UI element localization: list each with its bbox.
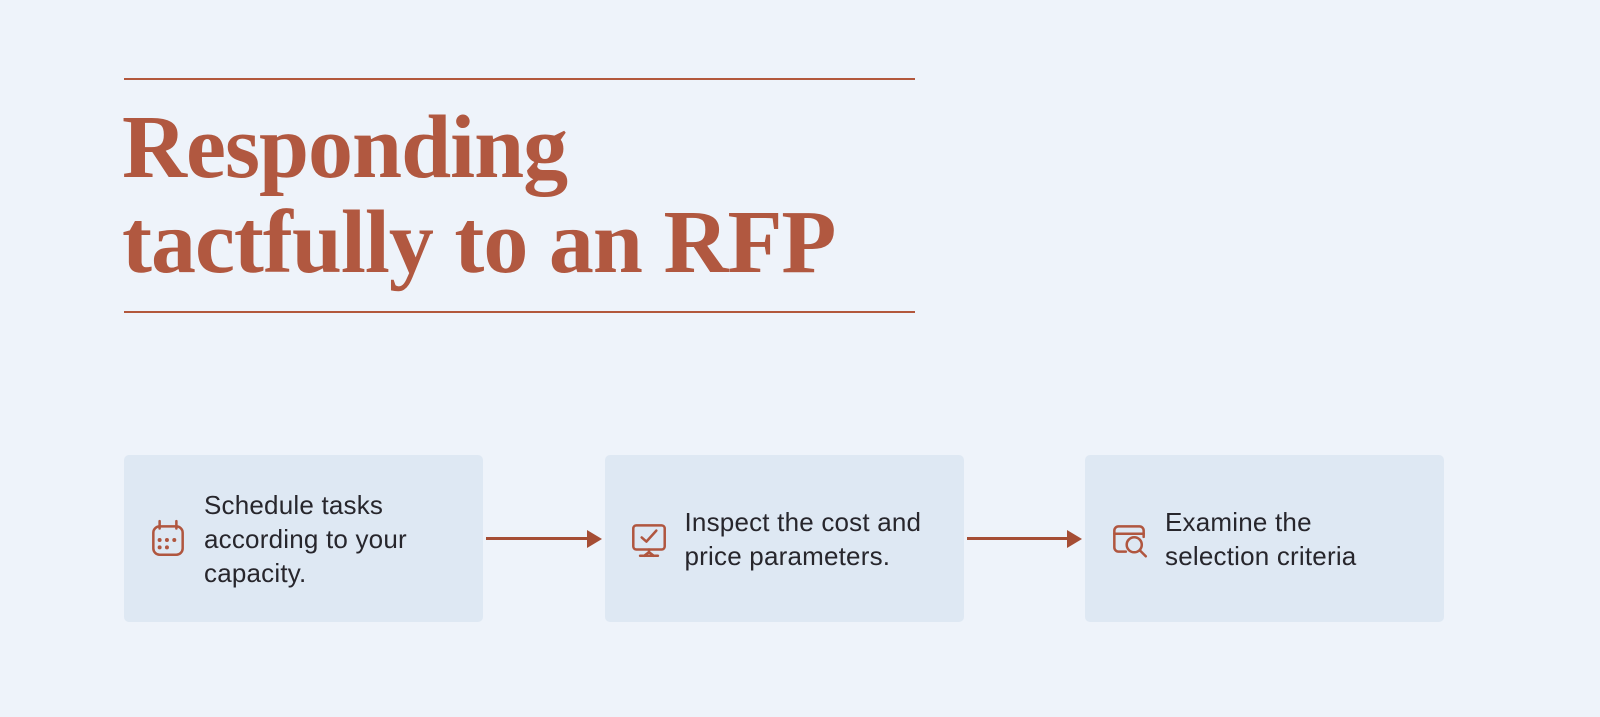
step-card-schedule: Schedule tasks according to your capacit… [124,455,483,622]
monitor-check-icon [627,517,671,561]
page-title-line1: Responding [122,98,568,197]
step-card-inspect: Inspect the cost and price parameters. [604,455,964,622]
page-title: Responding tactfully to an RFP [122,100,1022,290]
title-rule-bottom [124,311,915,313]
calendar-icon [146,517,190,561]
step-text: Schedule tasks according to your capacit… [204,489,407,588]
flow-arrow-1 [483,455,605,622]
flow-arrow-2 [964,455,1086,622]
step-text: Examine the selection criteria [1165,506,1357,571]
arrow-shaft [486,536,590,541]
arrow-shaft [966,536,1070,541]
arrow-head [1067,529,1082,548]
title-rule-top [124,78,915,80]
step-text: Inspect the cost and price parameters. [684,506,922,571]
step-card-examine: Examine the selection criteria [1085,455,1444,622]
page-title-line2: tactfully to an RFP [122,193,836,292]
process-flow: Schedule tasks according to your capacit… [124,455,1444,622]
arrow-head [586,529,602,548]
browser-search-icon [1107,517,1151,561]
